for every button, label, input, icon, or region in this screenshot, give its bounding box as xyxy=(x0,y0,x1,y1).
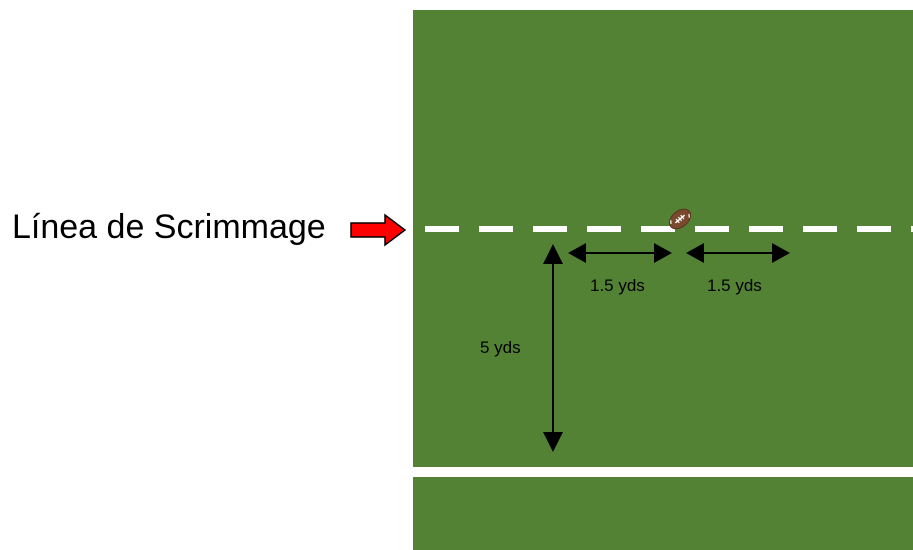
spacing-right-label: 1.5 yds xyxy=(707,276,762,295)
spacing-arrow-left xyxy=(568,243,672,263)
lower-field-section xyxy=(413,477,913,550)
spacing-arrow-right xyxy=(686,243,790,263)
football-icon xyxy=(668,208,692,230)
right-arrow-icon xyxy=(350,213,407,247)
line-of-scrimmage-label: Línea de Scrimmage xyxy=(12,208,326,246)
playing-field xyxy=(413,10,913,467)
spacing-left-label: 1.5 yds xyxy=(590,276,645,295)
depth-arrow xyxy=(543,244,563,452)
depth-label: 5 yds xyxy=(480,338,521,357)
